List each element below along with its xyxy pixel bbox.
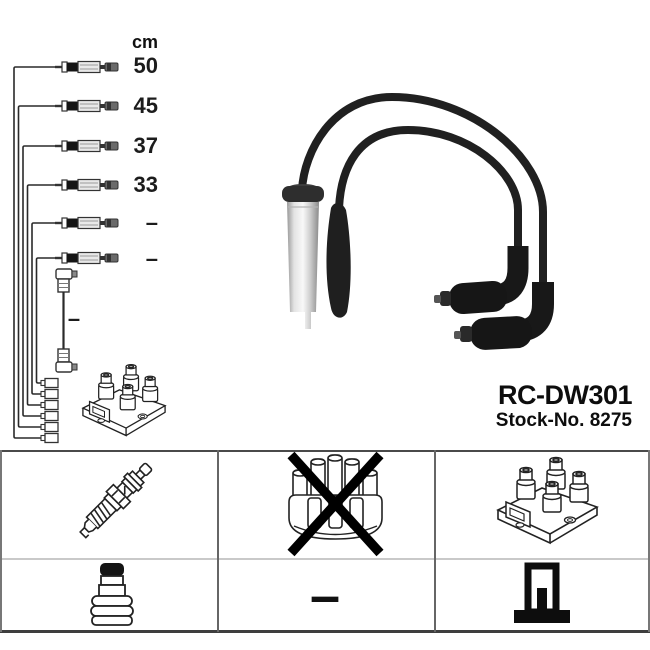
spark-plug-boot-icon xyxy=(90,563,134,626)
black-plug-boot xyxy=(326,202,351,318)
coil-tower-terminal-icon xyxy=(514,562,570,623)
cable-length-label: – xyxy=(145,210,158,235)
cable-length-label: – xyxy=(67,306,81,331)
table-border-middle xyxy=(0,558,650,560)
none-dash: – xyxy=(309,565,341,626)
ignition-coil-pack-icon xyxy=(497,456,598,544)
angled-coil-boot-lower xyxy=(454,282,554,350)
angled-coil-boot-upper xyxy=(434,246,529,315)
cable-length-label: 33 xyxy=(133,172,158,197)
table-border-left xyxy=(0,450,2,632)
cross-out-x xyxy=(287,451,384,557)
unit-header: cm xyxy=(131,32,158,52)
cable-length-label: 37 xyxy=(133,133,158,158)
table-border-bottom xyxy=(0,630,650,633)
table-divider-1 xyxy=(217,450,219,632)
ignition-lead-set-photo xyxy=(282,92,554,350)
coil-terminal-connectors xyxy=(40,377,59,444)
product-code: RC-DW301 xyxy=(497,380,633,410)
cable-length-label: – xyxy=(145,246,158,271)
stock-number: Stock-No. 8275 xyxy=(495,410,632,431)
table-border-right xyxy=(648,450,650,632)
cable-length-label: 45 xyxy=(133,93,158,118)
lead-wire-inner xyxy=(335,125,522,250)
product-code-block: RC-DW301 Stock-No. 8275 xyxy=(495,380,633,432)
distributor-cap-crossed-out-icon xyxy=(287,451,384,557)
cable-icons xyxy=(54,60,119,265)
angled-cable-icon xyxy=(55,268,78,373)
spark-plug-icon xyxy=(79,462,153,539)
gray-plug-boot xyxy=(282,184,324,329)
cable-length-label: 50 xyxy=(133,53,158,78)
ignition-coil-pack-icon xyxy=(82,363,166,437)
cable-routing-lines xyxy=(13,66,55,439)
table-divider-2 xyxy=(434,450,436,632)
table-border-top xyxy=(0,450,650,452)
cable-schematic-graphic xyxy=(13,60,166,444)
lead-wire-outer xyxy=(298,92,547,286)
